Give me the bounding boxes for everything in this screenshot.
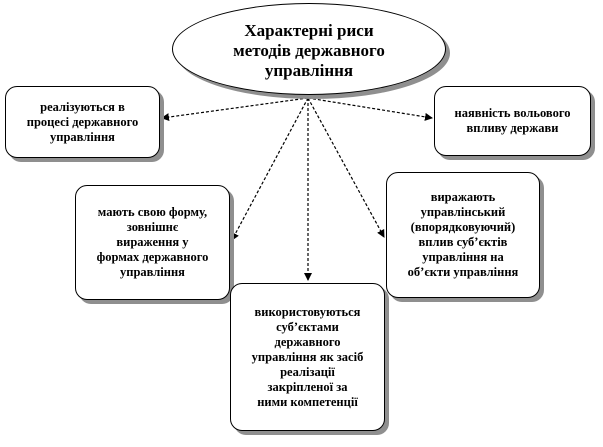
arrow-to-will [307,97,433,121]
box-process-text: реалізуються в процесі державного управл… [26,99,139,144]
diagram-title: Характерні риси методів державного управ… [233,21,385,80]
box-process: реалізуються в процесі державного управл… [5,86,160,158]
box-will-text: наявність вольового впливу держави [454,106,571,135]
arrow-to-form [231,97,309,241]
arrow-to-process [161,97,309,122]
box-form: мають свою форму, зовнішнє вираження у ф… [75,185,230,300]
arrow-to-influence [307,97,385,238]
box-means-text: використовуються суб’єктами державного у… [251,304,364,409]
box-form-text: мають свою форму, зовнішнє вираження у ф… [96,205,209,279]
central-ellipse: Характерні риси методів державного управ… [172,3,446,95]
box-means: використовуються суб’єктами державного у… [230,283,385,431]
box-influence-text: виражають управлінський (впорядковуючий)… [407,190,519,279]
box-will: наявність вольового впливу держави [434,86,591,156]
box-influence: виражають управлінський (впорядковуючий)… [386,172,540,298]
